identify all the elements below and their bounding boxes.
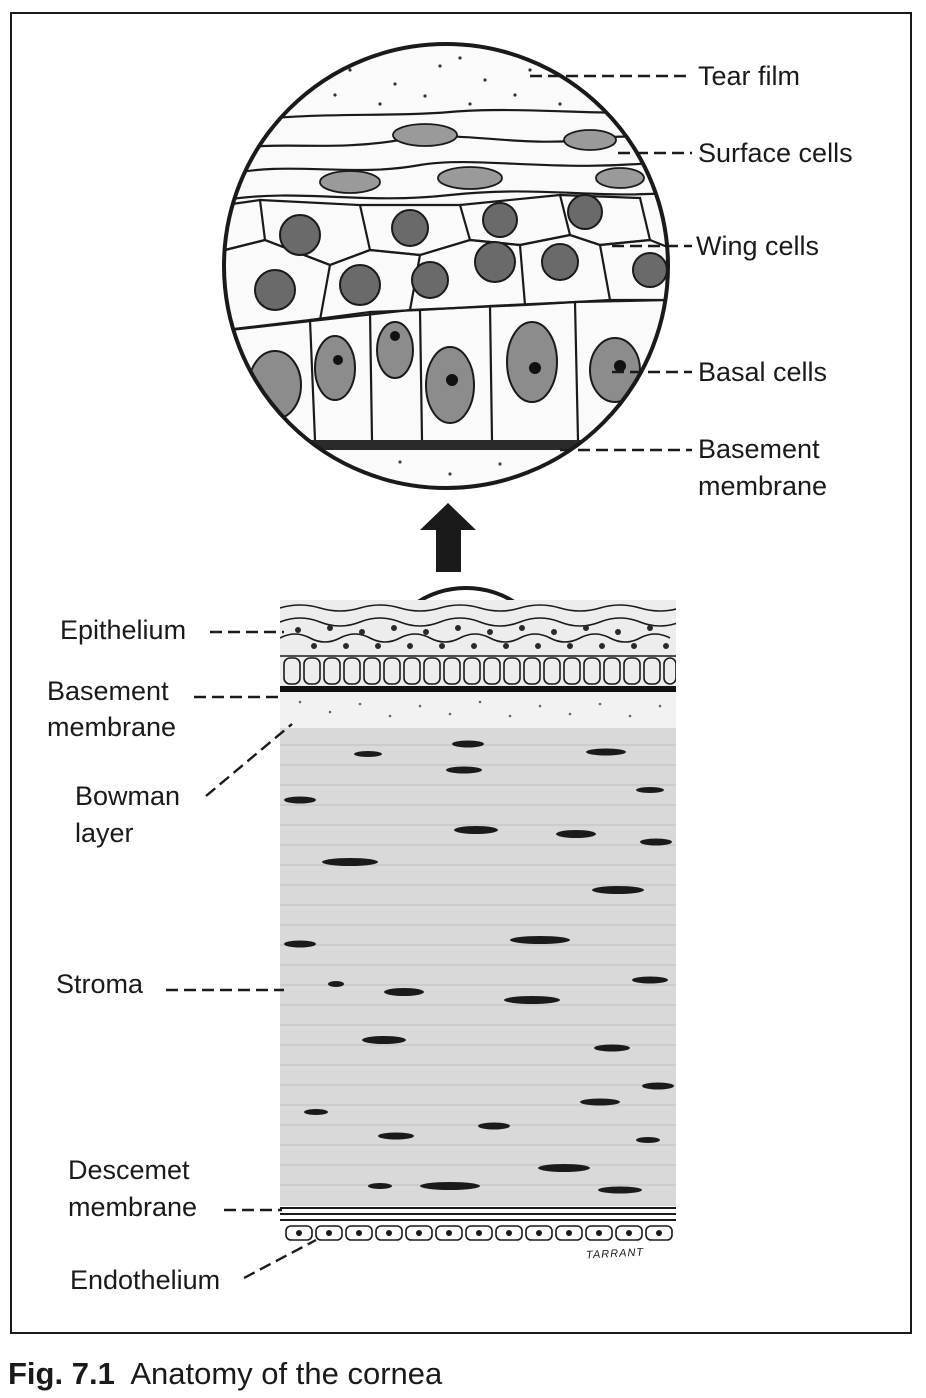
label-basement-line1: Basement [47, 676, 169, 706]
magnify-loop [406, 572, 436, 583]
epithelium-layer [280, 604, 676, 657]
label-zoom-basement-line2: membrane [698, 471, 828, 501]
section-basement-membrane [280, 686, 676, 692]
zoom-circle [224, 44, 668, 488]
label-endothelium: Endothelium [70, 1265, 221, 1295]
label-descemet-line2: membrane [68, 1192, 198, 1222]
figure-number: Fig. 7.1 [8, 1356, 115, 1391]
label-tear-film: Tear film [698, 61, 801, 91]
surface-nuclei [319, 123, 645, 194]
leader-lines [166, 74, 692, 1280]
magnify-arrow [420, 503, 476, 572]
label-stroma: Stroma [56, 969, 144, 999]
figure-title: Anatomy of the cornea [130, 1356, 443, 1391]
zoom-basement-membrane [224, 440, 668, 450]
epithelium-nuclei [295, 625, 669, 649]
endothelium-layer [285, 1225, 673, 1241]
basal-nuclei [248, 321, 641, 424]
label-surface-cells: Surface cells [698, 138, 853, 168]
basal-cells-layer [224, 298, 668, 441]
wing-nuclei [254, 194, 668, 311]
label-basal-cells: Basal cells [698, 357, 828, 387]
label-descemet-line1: Descemet [68, 1155, 190, 1185]
label-zoom-basement-line1: Basement [698, 434, 820, 464]
cornea-cross-section [280, 600, 676, 1241]
keratocytes [284, 740, 674, 1194]
figure-caption: Fig. 7.1 Anatomy of the cornea [8, 1356, 442, 1392]
label-bowman-line1: Bowman [75, 781, 181, 811]
zoom-circle-outline [222, 42, 670, 490]
label-bowman-line2: layer [75, 818, 134, 848]
label-wing-cells: Wing cells [696, 231, 820, 261]
label-epithelium: Epithelium [60, 615, 187, 645]
surface-cells-layer [224, 108, 668, 202]
label-basement-line2: membrane [47, 712, 177, 742]
bowman-layer [280, 692, 676, 728]
stroma-layer [280, 728, 676, 1206]
descemet-layer [280, 1207, 676, 1221]
basal-nucleoli [333, 331, 626, 386]
basal-row [283, 657, 676, 685]
figure-frame [10, 12, 912, 1334]
